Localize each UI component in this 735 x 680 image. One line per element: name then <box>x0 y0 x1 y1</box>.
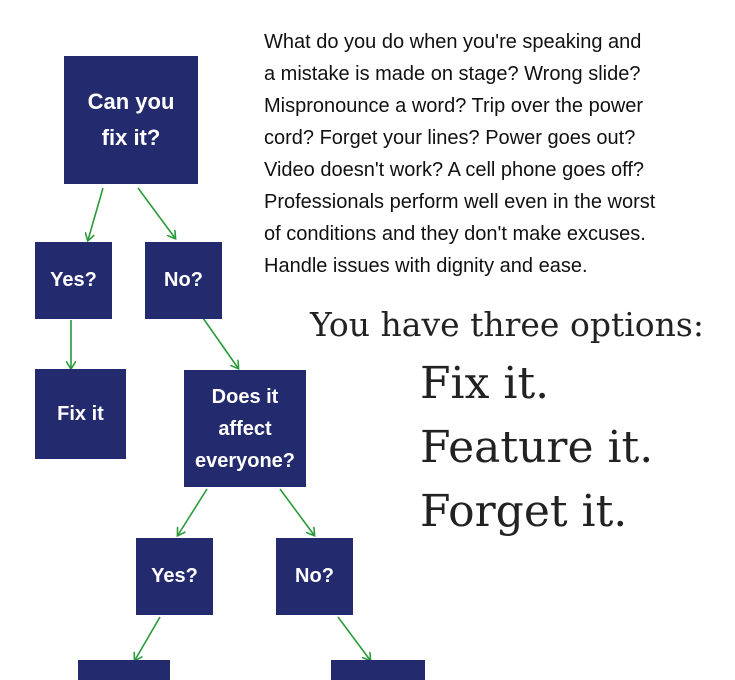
options-heading: You have three options: <box>310 305 704 344</box>
option-feature-it: Feature it. <box>420 422 654 473</box>
node-fix-it: Fix it <box>35 369 126 459</box>
intro-paragraph: What do you do when you're speaking and … <box>264 31 656 277</box>
arrow-affect-to-no <box>279 488 314 535</box>
node-yes-1: Yes? <box>35 242 112 319</box>
node-fix-it-label: Fix it <box>57 402 104 425</box>
node-no-1-label: No? <box>164 269 203 291</box>
option-fix-it: Fix it. <box>420 358 550 409</box>
arrow-no-to-affect <box>202 317 238 368</box>
arrow-can-fix-to-no <box>137 187 175 238</box>
node-no-2-label: No? <box>295 565 334 587</box>
node-does-it-affect-everyone-label: Does it affect everyone? <box>194 385 296 472</box>
arrow-yes2-down <box>135 616 161 660</box>
node-can-you-fix-it-label: Can you fix it? <box>87 89 175 150</box>
node-yes-1-label: Yes? <box>50 269 97 291</box>
node-yes-2: Yes? <box>136 538 213 615</box>
arrow-affect-to-yes <box>178 488 208 535</box>
arrow-no2-down <box>337 616 370 660</box>
node-no-1: No? <box>145 242 222 319</box>
node-does-it-affect-everyone: Does it affect everyone? <box>184 370 306 487</box>
node-no-2: No? <box>276 538 353 615</box>
node-can-you-fix-it: Can you fix it? <box>64 56 198 184</box>
arrow-can-fix-to-yes <box>88 187 104 240</box>
node-cropped-bottom-right <box>331 660 425 680</box>
node-cropped-bottom-left <box>78 660 170 680</box>
node-yes-2-label: Yes? <box>151 565 198 587</box>
option-forget-it: Forget it. <box>420 486 628 537</box>
